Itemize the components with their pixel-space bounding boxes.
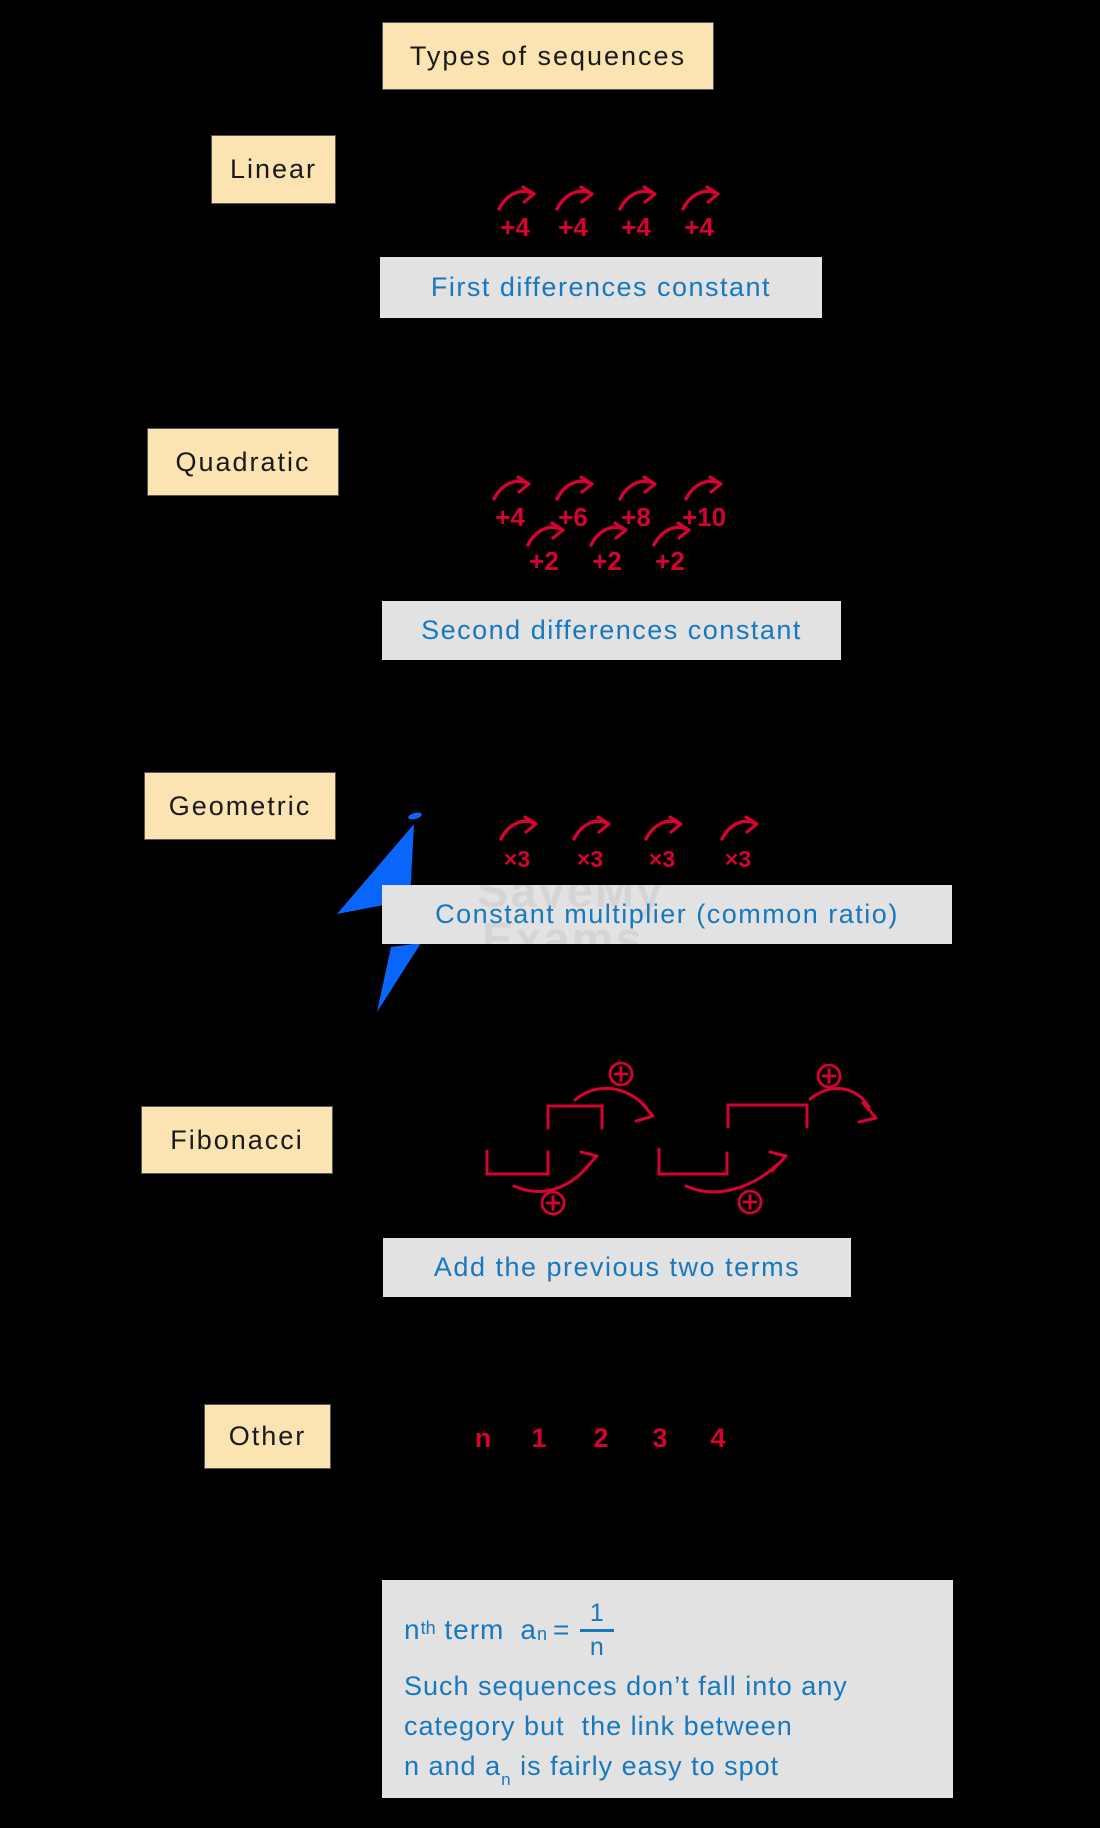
fraction-numerator: 1: [589, 1598, 605, 1627]
formula-term: term: [435, 1614, 505, 1645]
page-title: Types of sequences: [409, 40, 687, 71]
other-label: Other: [228, 1421, 307, 1451]
linear-diff-label: +4: [621, 212, 651, 242]
line4-sub: n: [501, 1770, 512, 1790]
formula-a: a: [520, 1614, 537, 1645]
other-note-line3: category but the link between: [404, 1711, 793, 1741]
quadratic-label: Quadratic: [175, 446, 311, 477]
formula-equals: =: [552, 1614, 571, 1645]
top-bracket-icon: [546, 1104, 604, 1130]
quadratic-first-diff-label: +6: [558, 502, 588, 532]
fraction-bar: [580, 1628, 615, 1632]
other-note-line4: n and an is fairly easy to spot: [404, 1746, 935, 1796]
linear-hop-arrows: [497, 185, 720, 211]
fibonacci-plus-circles: [540, 1061, 842, 1216]
fibonacci-diagram: [485, 1086, 878, 1194]
top-bracket-icon: [726, 1103, 809, 1129]
quadratic-second-diff-arrows: [526, 521, 691, 547]
formula-n: n: [404, 1614, 421, 1645]
fibonacci-note: Add the previous two terms: [433, 1252, 801, 1282]
linear-label-box: Linear: [212, 136, 335, 203]
linear-note-box: First differences constant: [380, 257, 822, 318]
linear-label: Linear: [229, 154, 318, 184]
linear-diff-label: +4: [558, 212, 588, 242]
formula-th: th: [420, 1617, 436, 1638]
add-arc-icon: [808, 1087, 871, 1109]
other-label-box: Other: [205, 1405, 330, 1468]
quadratic-first-diff-arrows: [492, 475, 723, 501]
linear-diff-label: +4: [500, 212, 530, 242]
add-arc-icon: [512, 1163, 591, 1193]
geometric-hop-arrows: [499, 815, 759, 841]
other-index-n: n: [474, 1423, 492, 1453]
quadratic-label-box: Quadratic: [148, 429, 338, 495]
other-index-1: 1: [531, 1423, 547, 1453]
quadratic-note: Second differences constant: [421, 615, 802, 645]
fibonacci-label-box: Fibonacci: [142, 1107, 332, 1173]
fibonacci-note-box: Add the previous two terms: [383, 1238, 851, 1297]
line4-post: is fairly easy to spot: [511, 1751, 780, 1781]
geometric-label: Geometric: [168, 790, 312, 821]
add-arc-icon: [684, 1162, 780, 1194]
formula-a-sub: n: [536, 1623, 547, 1644]
add-arc-icon: [573, 1086, 648, 1109]
bottom-bracket-icon: [657, 1147, 729, 1176]
fibonacci-label: Fibonacci: [170, 1124, 304, 1155]
other-note-line2: Such sequences don’t fall into any: [404, 1671, 848, 1701]
other-index-4: 4: [710, 1423, 726, 1453]
quadratic-first-diff-label: +4: [495, 502, 525, 532]
fraction-1-over-n: 1 n: [580, 1598, 615, 1661]
quadratic-second-diff-label: +2: [529, 546, 559, 576]
quadratic-second-diff-label: +2: [655, 546, 685, 576]
geometric-ratio-label: ×3: [576, 846, 604, 872]
linear-diff-label: +4: [684, 212, 714, 242]
title-box: Types of sequences: [383, 23, 713, 89]
geometric-note: Constant multiplier (common ratio): [435, 899, 899, 929]
bottom-bracket-icon: [485, 1149, 550, 1176]
geometric-label-box: Geometric: [145, 773, 335, 839]
quadratic-note-box: Second differences constant: [382, 601, 841, 660]
geometric-ratio-label: ×3: [648, 846, 676, 872]
quadratic-first-diff-label: +10: [681, 502, 727, 532]
geometric-ratio-label: ×3: [503, 846, 531, 872]
fraction-denominator: n: [589, 1632, 605, 1661]
other-index-2: 2: [593, 1423, 609, 1453]
other-index-3: 3: [652, 1423, 668, 1453]
geometric-note-box: SaveMy Exams Constant multiplier (common…: [382, 885, 952, 944]
quadratic-first-diff-label: +8: [621, 502, 651, 532]
quadratic-second-diff-label: +2: [592, 546, 622, 576]
linear-note: First differences constant: [430, 272, 772, 302]
line4-pre: n and a: [404, 1751, 502, 1781]
geometric-ratio-label: ×3: [724, 846, 752, 872]
